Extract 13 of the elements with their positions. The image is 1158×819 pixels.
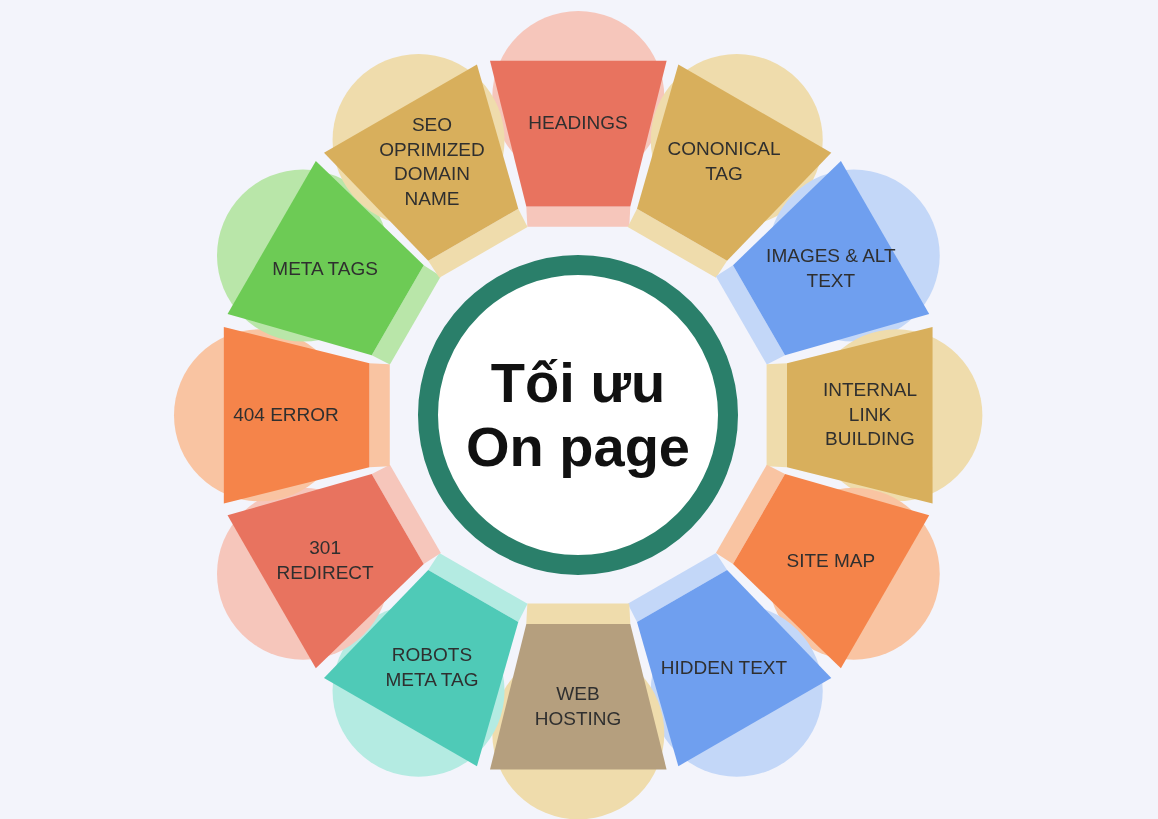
segment-label: WEB HOSTING <box>533 682 623 731</box>
segment-label: 301 REDIRECT <box>275 536 375 585</box>
segment-label: ROBOTS META TAG <box>384 643 480 692</box>
segment-label: HIDDEN TEXT <box>659 655 789 680</box>
center-title: Tối ưu On page <box>465 350 691 480</box>
segment-label: IMAGES & ALT TEXT <box>765 244 896 293</box>
segment-label: META TAGS <box>271 256 379 281</box>
segment-label: 404 ERROR <box>232 402 340 427</box>
segment-label: SEO OPRIMIZED DOMAIN NAME <box>378 112 486 211</box>
segment-label: INTERNAL LINK BUILDING <box>822 377 918 452</box>
segment-label: HEADINGS <box>527 110 629 135</box>
segment-label: CONONICAL TAG <box>666 137 782 187</box>
segment-label: SITE MAP <box>785 548 877 573</box>
